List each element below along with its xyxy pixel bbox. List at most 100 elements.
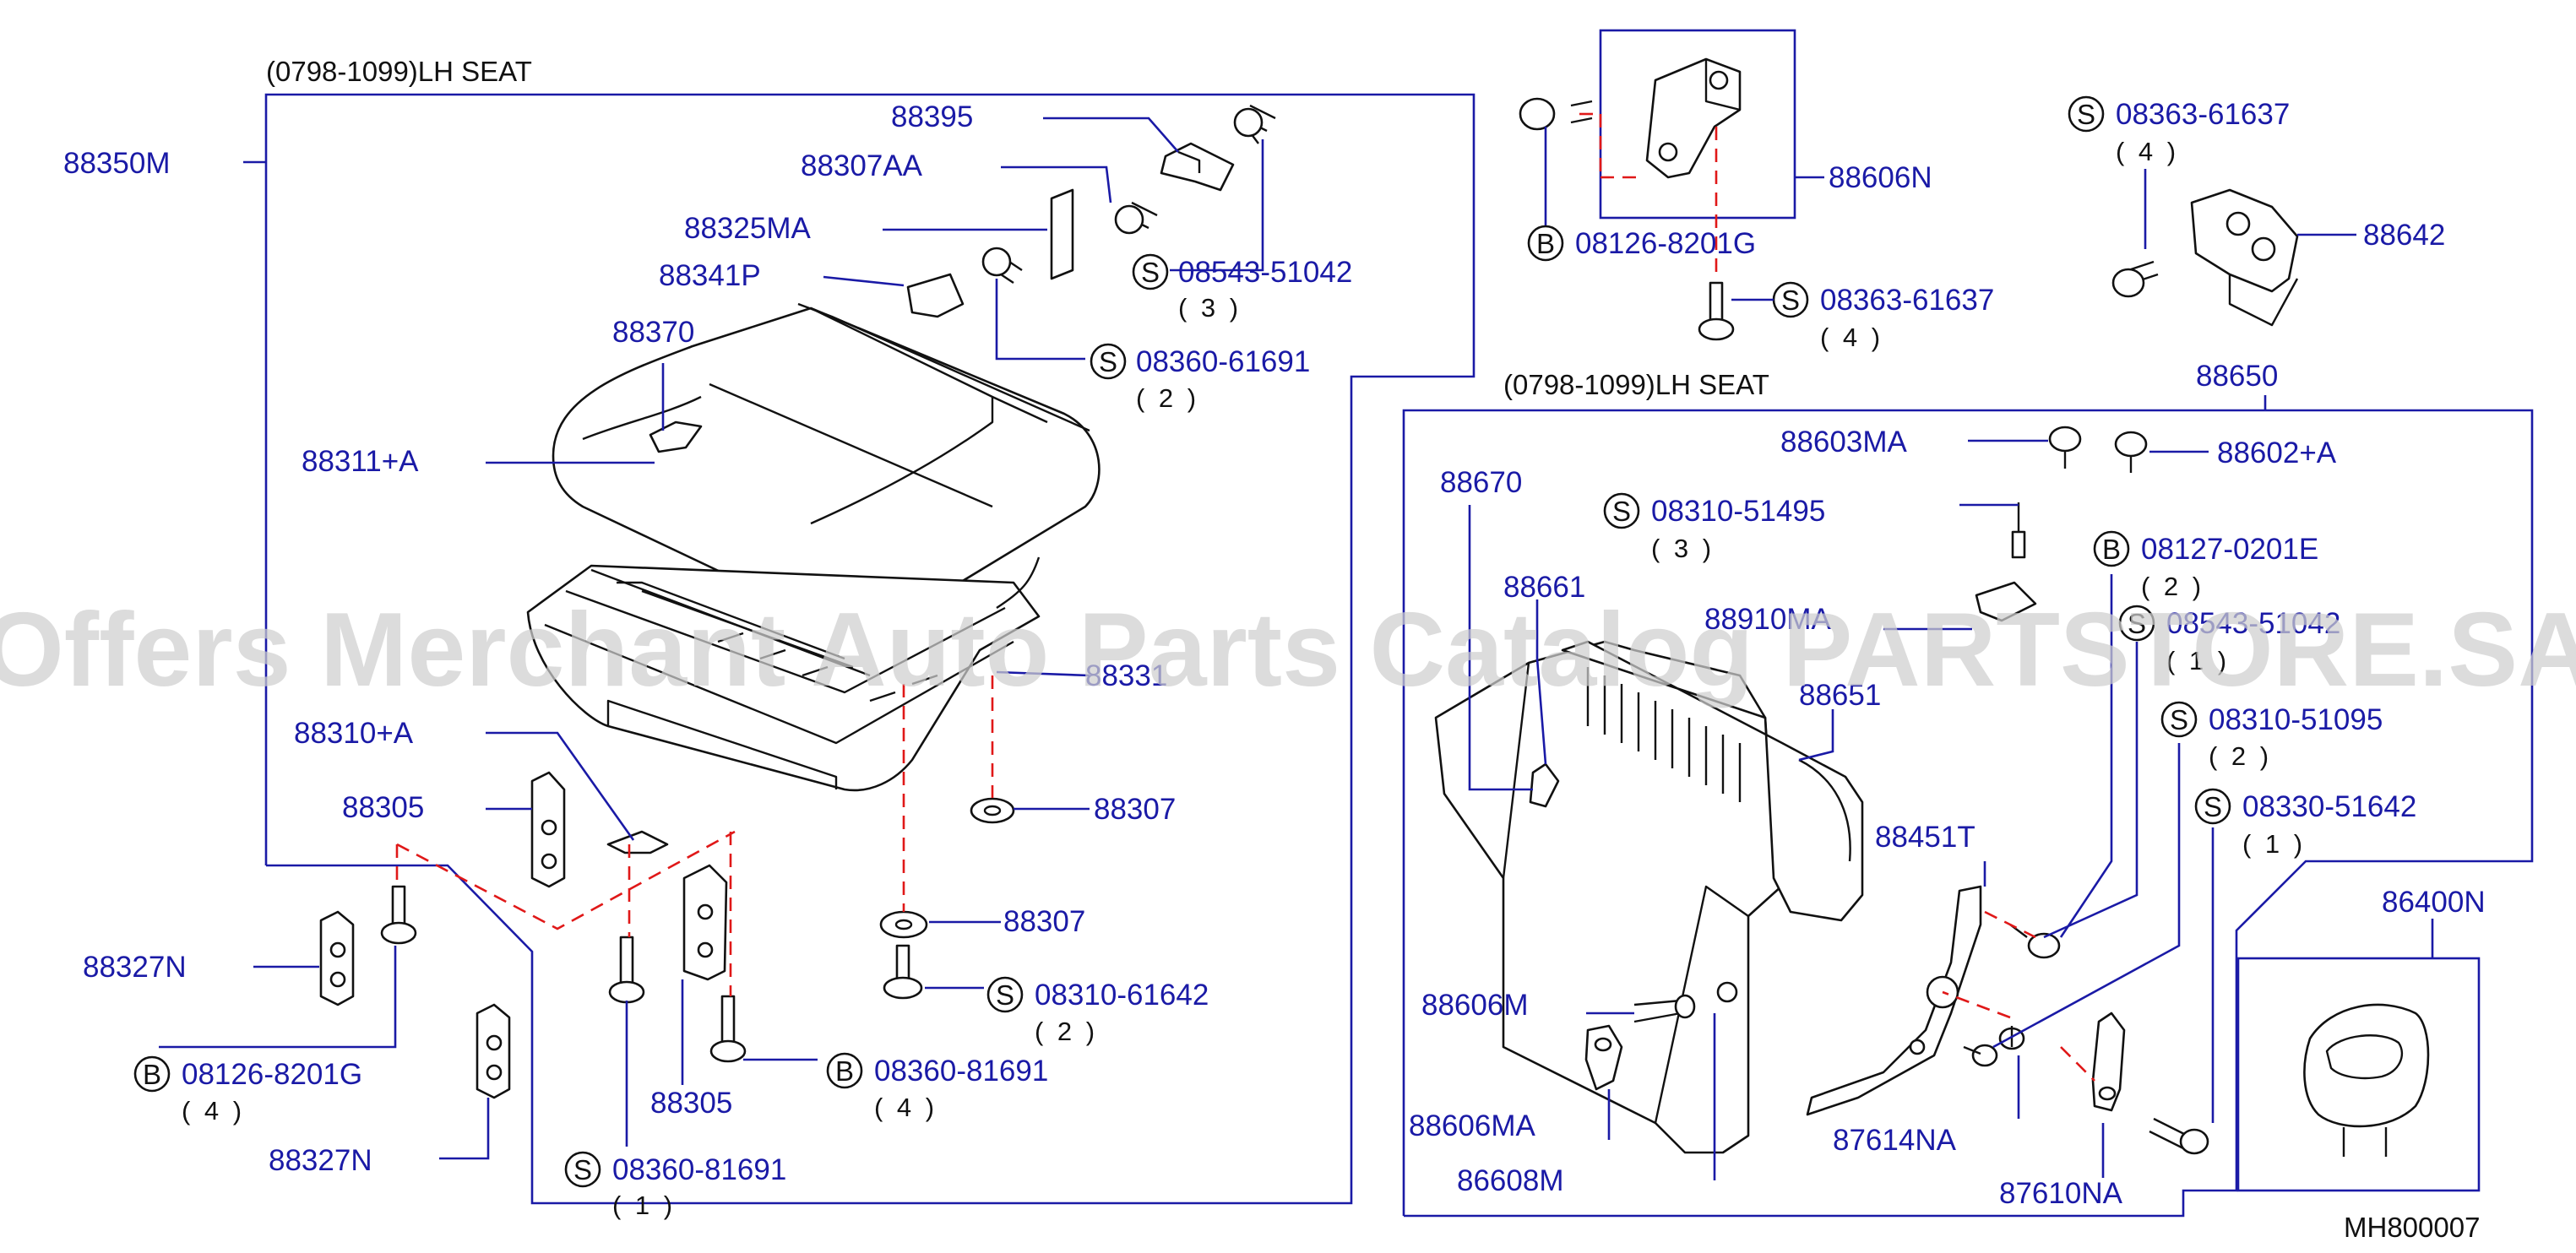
- svg-text:B: B: [2102, 534, 2121, 565]
- svg-text:08543-51042: 08543-51042: [1178, 256, 1352, 289]
- leader-lines-left: [159, 117, 1264, 1160]
- bracket-88310A-drawing: [606, 830, 669, 854]
- left-seat-frame: [243, 93, 1475, 1205]
- hinge-88606MA-drawing: [1584, 994, 1696, 1091]
- washer-88307-a-drawing: [970, 797, 1015, 824]
- part-88370: 88370: [612, 316, 694, 349]
- fastener-08310-61642: S 08310-61642 ( 2 ): [986, 976, 1209, 1046]
- svg-text:( 4 ): ( 4 ): [182, 1096, 245, 1126]
- part-88451T: 88451T: [1875, 821, 1975, 854]
- svg-text:S: S: [573, 1154, 592, 1185]
- svg-text:08360-81691: 08360-81691: [874, 1055, 1048, 1088]
- clip-88395-drawing: [1160, 142, 1235, 192]
- seat-back-drawing: [1434, 640, 1792, 1154]
- fastener-08363-61637-b: S 08363-61637 ( 4 ): [1731, 281, 1994, 352]
- bolt-icon-cluster-left: [380, 885, 923, 1063]
- right-seat-header: (0798-1099)LH SEAT: [1503, 369, 1769, 400]
- part-86400N: 86400N: [2382, 886, 2486, 919]
- part-88642: 88642: [2363, 219, 2445, 252]
- part-88670: 88670: [1440, 466, 1522, 499]
- fastener-08126-8201G-left: B 08126-8201G ( 4 ): [133, 1055, 362, 1126]
- svg-text:S: S: [2077, 99, 2095, 130]
- right-seat-frame: [1402, 409, 2534, 1218]
- svg-text:B: B: [143, 1059, 161, 1090]
- bracket-88305-b-drawing: [682, 864, 728, 981]
- part-88395: 88395: [891, 100, 973, 133]
- part-88602A: 88602+A: [2217, 437, 2337, 469]
- headrest-86400N-box: [2236, 919, 2481, 1192]
- part-88311A: 88311+A: [302, 445, 419, 478]
- fastener-08127-0201E: B 08127-0201E ( 2 ): [2093, 530, 2318, 601]
- fastener-08360-61691: S 08360-61691 ( 2 ): [1090, 343, 1310, 413]
- svg-text:( 1 ): ( 1 ): [2166, 646, 2230, 675]
- part-88327N-a: 88327N: [83, 951, 187, 984]
- bracket-88341P-drawing: [906, 273, 965, 318]
- fastener-08310-51495: S 08310-51495 ( 3 ): [1603, 492, 1825, 563]
- bracket-88305-a-drawing: [530, 771, 566, 888]
- seat-cushion-drawing: [552, 302, 1101, 610]
- seat-back-frame-drawing: [1529, 640, 1864, 922]
- fastener-08360-81691-s: S 08360-81691 ( 1 ): [564, 1151, 786, 1220]
- svg-text:08363-61637: 08363-61637: [1820, 284, 1994, 317]
- svg-text:S: S: [1141, 257, 1160, 288]
- bracket-88606N-box: [1599, 29, 1824, 220]
- svg-text:08126-8201G: 08126-8201G: [1575, 227, 1756, 260]
- svg-text:( 3 ): ( 3 ): [1178, 293, 1242, 323]
- part-88331: 88331: [1085, 659, 1167, 692]
- part-88341P: 88341P: [659, 259, 761, 292]
- part-88603MA: 88603MA: [1780, 426, 1907, 458]
- svg-text:08363-61637: 08363-61637: [2116, 98, 2290, 131]
- part-88307-a: 88307: [1094, 793, 1176, 826]
- part-88305-a: 88305: [342, 791, 424, 824]
- bolt-icon-cluster-right: [1963, 426, 2209, 1155]
- seat-frame-drawing: [526, 556, 1041, 792]
- part-88606M: 88606M: [1421, 989, 1528, 1022]
- svg-text:( 1 ): ( 1 ): [612, 1191, 676, 1220]
- svg-text:S: S: [2128, 608, 2146, 639]
- svg-text:08310-51495: 08310-51495: [1651, 495, 1825, 528]
- svg-text:S: S: [1099, 346, 1117, 377]
- part-88650: 88650: [2196, 360, 2278, 393]
- svg-text:08360-81691: 08360-81691: [612, 1153, 786, 1186]
- svg-text:08310-51095: 08310-51095: [2209, 703, 2383, 736]
- bracket-88327N-b-drawing: [476, 1003, 511, 1099]
- svg-text:( 2 ): ( 2 ): [1035, 1017, 1098, 1046]
- fastener-08360-81691-b: B 08360-81691 ( 4 ): [826, 1052, 1048, 1122]
- part-88651: 88651: [1799, 679, 1881, 712]
- svg-text:S: S: [1612, 496, 1631, 527]
- part-88606N: 88606N: [1829, 161, 1932, 194]
- pad-88325MA-drawing: [1050, 188, 1074, 280]
- part-88661: 88661: [1503, 571, 1585, 604]
- svg-text:08310-61642: 08310-61642: [1035, 979, 1209, 1012]
- svg-text:B: B: [1536, 228, 1555, 259]
- fastener-08330-51642: S 08330-51642 ( 1 ): [2194, 788, 2416, 859]
- svg-text:( 4 ): ( 4 ): [2116, 137, 2179, 166]
- part-88910MA: 88910MA: [1704, 603, 1831, 636]
- fastener-08543-51042-a: S 08543-51042 ( 3 ): [1132, 253, 1352, 323]
- fastener-08363-61637-a: S 08363-61637 ( 4 ): [2068, 95, 2290, 249]
- watermark-text: Offers Merchant Auto Parts Catalog PARTS…: [0, 592, 2576, 708]
- diagram-code: MH800007: [2344, 1212, 2480, 1243]
- part-88606MA: 88606MA: [1409, 1109, 1535, 1142]
- part-87610NA: 87610NA: [1999, 1177, 2123, 1210]
- bracket-88327N-a-drawing: [319, 910, 355, 1006]
- bolt-icon-cluster-top-middle: [1519, 97, 1735, 341]
- part-88310A: 88310+A: [294, 717, 414, 750]
- washer-88307-b-drawing: [879, 910, 928, 939]
- svg-text:08127-0201E: 08127-0201E: [2141, 533, 2318, 566]
- lever-87610NA-drawing: [2091, 1012, 2126, 1112]
- part-87614NA: 87614NA: [1833, 1124, 1957, 1157]
- recliner-88451T-drawing: [1806, 885, 1982, 1116]
- svg-text:S: S: [1781, 285, 1800, 316]
- dashed-guides-left: [395, 675, 994, 996]
- svg-text:S: S: [996, 979, 1014, 1011]
- screw-icon-cluster-top: [981, 104, 1276, 284]
- svg-text:( 1 ): ( 1 ): [2242, 829, 2306, 859]
- fastener-08543-51042-b: S 08543-51042 ( 1 ): [2118, 605, 2340, 675]
- svg-text:08330-51642: 08330-51642: [2242, 790, 2416, 823]
- svg-text:( 2 ): ( 2 ): [2209, 741, 2272, 771]
- part-86608M: 86608M: [1457, 1164, 1563, 1197]
- svg-text:08360-61691: 08360-61691: [1136, 345, 1310, 378]
- svg-text:08126-8201G: 08126-8201G: [182, 1058, 362, 1091]
